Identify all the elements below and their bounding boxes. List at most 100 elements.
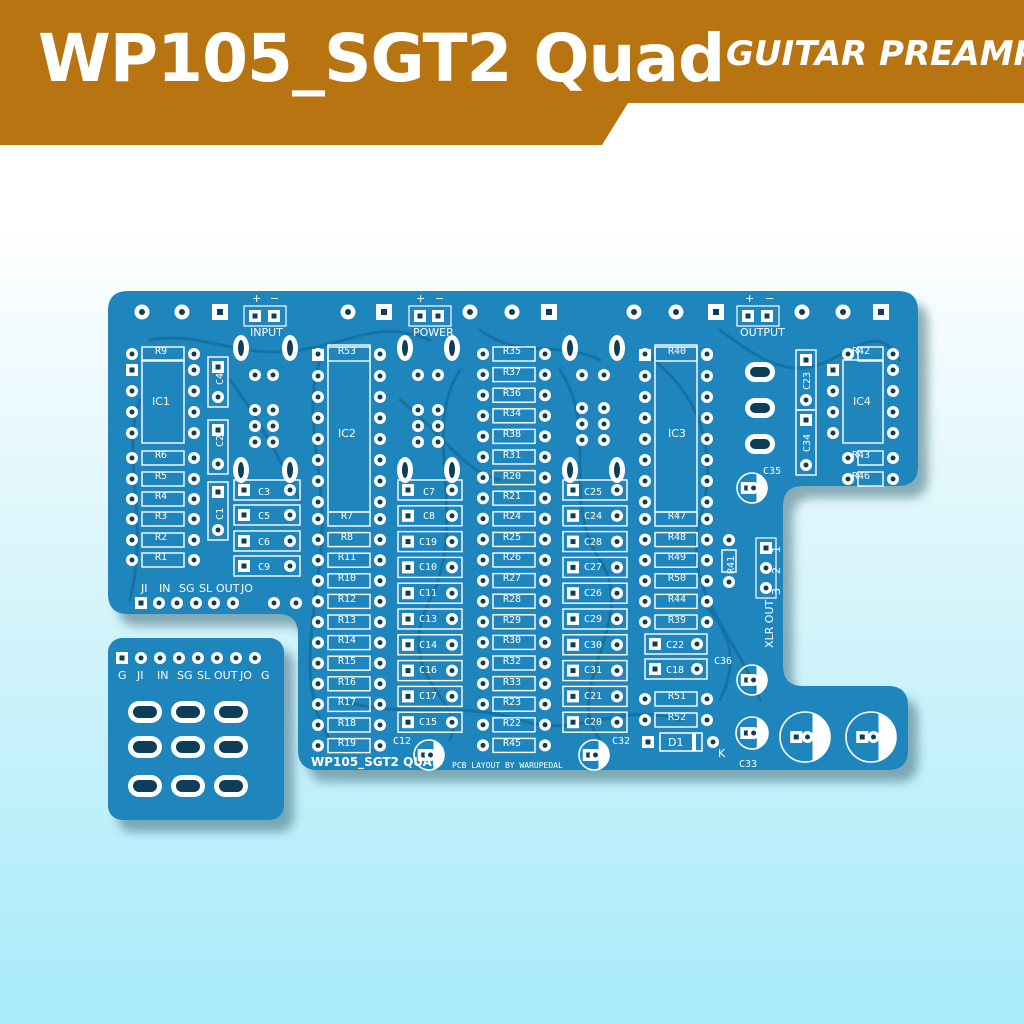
switch-label-out: OUT [216, 582, 240, 595]
c29-label: C29 [584, 614, 602, 625]
diode-cathode-mark: K [718, 747, 726, 760]
pad-hole [803, 462, 809, 468]
pad-hole [449, 719, 455, 725]
r28-label: R28 [503, 594, 521, 605]
slot-hole [219, 706, 243, 718]
c14-label: C14 [419, 640, 437, 651]
pad-hole [417, 313, 423, 319]
pad-hole [214, 655, 220, 661]
daughter-label-jo: JO [239, 669, 252, 682]
pad-hole [542, 475, 548, 481]
copper-trace [718, 328, 902, 370]
resistor-outline [327, 614, 371, 630]
capacitor-outline [562, 634, 628, 656]
pad-hole [542, 619, 548, 625]
pad-hole [215, 427, 221, 433]
resistor-outline [721, 549, 737, 573]
xlr-connector-outline [755, 537, 777, 599]
pad-hole [315, 537, 321, 543]
capacitor-outline [397, 685, 463, 708]
electrolytic-outline [736, 472, 768, 504]
resistor-outline [492, 428, 536, 445]
resistor-outline [492, 634, 536, 651]
c5-label: C5 [258, 511, 270, 522]
pad-hole [191, 537, 197, 543]
pad-hole [405, 564, 411, 570]
pad-hole [193, 600, 199, 606]
resistor-outline [492, 655, 536, 671]
capacitor-outline [397, 582, 463, 604]
pad-hole [449, 513, 455, 519]
c10-label: C10 [419, 562, 437, 573]
pad-hole [480, 578, 486, 584]
pad-hole [570, 539, 576, 545]
pad-hole [713, 309, 719, 315]
switch-label-sg: SG [179, 582, 195, 595]
pad-hole [435, 439, 441, 445]
c23-label: C23 [802, 372, 813, 390]
pad-hole [315, 499, 321, 505]
output-minus-label: − [765, 292, 774, 305]
r17-label: R17 [338, 697, 356, 708]
pad-hole [191, 367, 197, 373]
ic1-label: IC1 [152, 395, 170, 408]
pad-hole [542, 495, 548, 501]
pad-hole [704, 557, 710, 563]
pad-hole [191, 388, 197, 394]
c38-label: C38 [821, 728, 832, 746]
r45-label: R45 [503, 738, 521, 749]
pad-hole [377, 681, 383, 687]
resistor-outline [492, 552, 536, 568]
output-connector-outline [736, 305, 780, 327]
xlr-pin-3-label: 3 [770, 588, 783, 595]
pad-hole [570, 487, 576, 493]
capacitor-outline [233, 530, 301, 552]
pad-hole [119, 655, 125, 661]
power-plus-label: + [416, 292, 425, 305]
pad-hole [542, 578, 548, 584]
slot-hole [219, 741, 243, 753]
pad-hole [215, 394, 221, 400]
pad-hole [642, 717, 648, 723]
pad-hole [191, 409, 197, 415]
pad-hole [315, 701, 321, 707]
r48-label: R48 [668, 532, 686, 543]
pad-hole [614, 616, 620, 622]
pad-hole [542, 701, 548, 707]
c13-label: C13 [419, 614, 437, 625]
pad-hole [570, 590, 576, 596]
copper-trace [417, 368, 462, 742]
pad-hole [704, 394, 710, 400]
resistor-outline [492, 572, 536, 589]
resistor-outline [492, 531, 536, 548]
pad-hole [799, 309, 805, 315]
pad-hole [129, 388, 135, 394]
pad-hole [743, 730, 749, 736]
resistor-outline [492, 490, 536, 506]
pad-hole [890, 430, 896, 436]
c3-label: C3 [258, 487, 270, 498]
electrolytic-stripe [598, 740, 609, 770]
r14-label: R14 [338, 635, 356, 646]
slot-hole [567, 462, 573, 478]
c33-label: C33 [739, 759, 757, 770]
pad-hole [377, 619, 383, 625]
pad-hole [138, 655, 144, 661]
slot-hole [133, 741, 157, 753]
slot-hole [449, 340, 455, 356]
pad-hole [642, 578, 648, 584]
pad-hole [601, 437, 607, 443]
pad-hole [230, 600, 236, 606]
resistor-outline [492, 449, 536, 465]
resistor-outline [654, 511, 698, 527]
pad-hole [377, 598, 383, 604]
pad-hole [871, 734, 876, 740]
pad-hole [415, 439, 421, 445]
daughter-label-out: OUT [214, 669, 238, 682]
pad-hole [642, 557, 648, 563]
pad-hole [174, 600, 180, 606]
slot-hole [133, 780, 157, 792]
pad-hole [287, 512, 293, 518]
pad-hole [377, 351, 383, 357]
